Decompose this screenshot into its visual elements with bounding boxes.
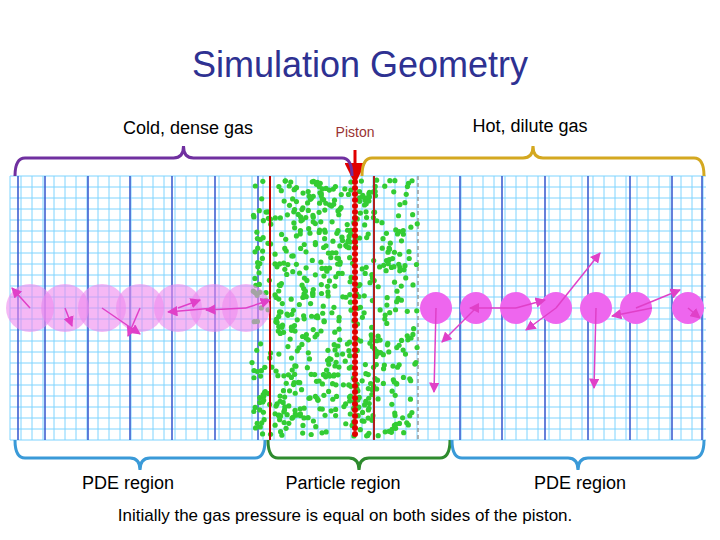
piston xyxy=(352,179,358,437)
molecules xyxy=(6,253,704,392)
grid xyxy=(10,176,706,440)
bracket xyxy=(452,440,704,470)
title: Simulation Geometry xyxy=(192,44,528,85)
bracket xyxy=(268,440,450,470)
boundary-line xyxy=(373,176,375,440)
region-label: Piston xyxy=(336,124,375,140)
caption: Initially the gas pressure is equal on b… xyxy=(118,506,573,526)
region-label: Hot, dilute gas xyxy=(472,116,587,137)
bracket xyxy=(15,146,352,176)
region-label: Cold, dense gas xyxy=(123,118,253,139)
bracket xyxy=(362,146,704,176)
region-label: Particle region xyxy=(285,473,400,494)
particles xyxy=(249,178,419,439)
piston-arrow xyxy=(354,150,357,182)
region-label: PDE region xyxy=(534,473,626,494)
region-label: PDE region xyxy=(82,473,174,494)
bracket xyxy=(15,440,265,470)
